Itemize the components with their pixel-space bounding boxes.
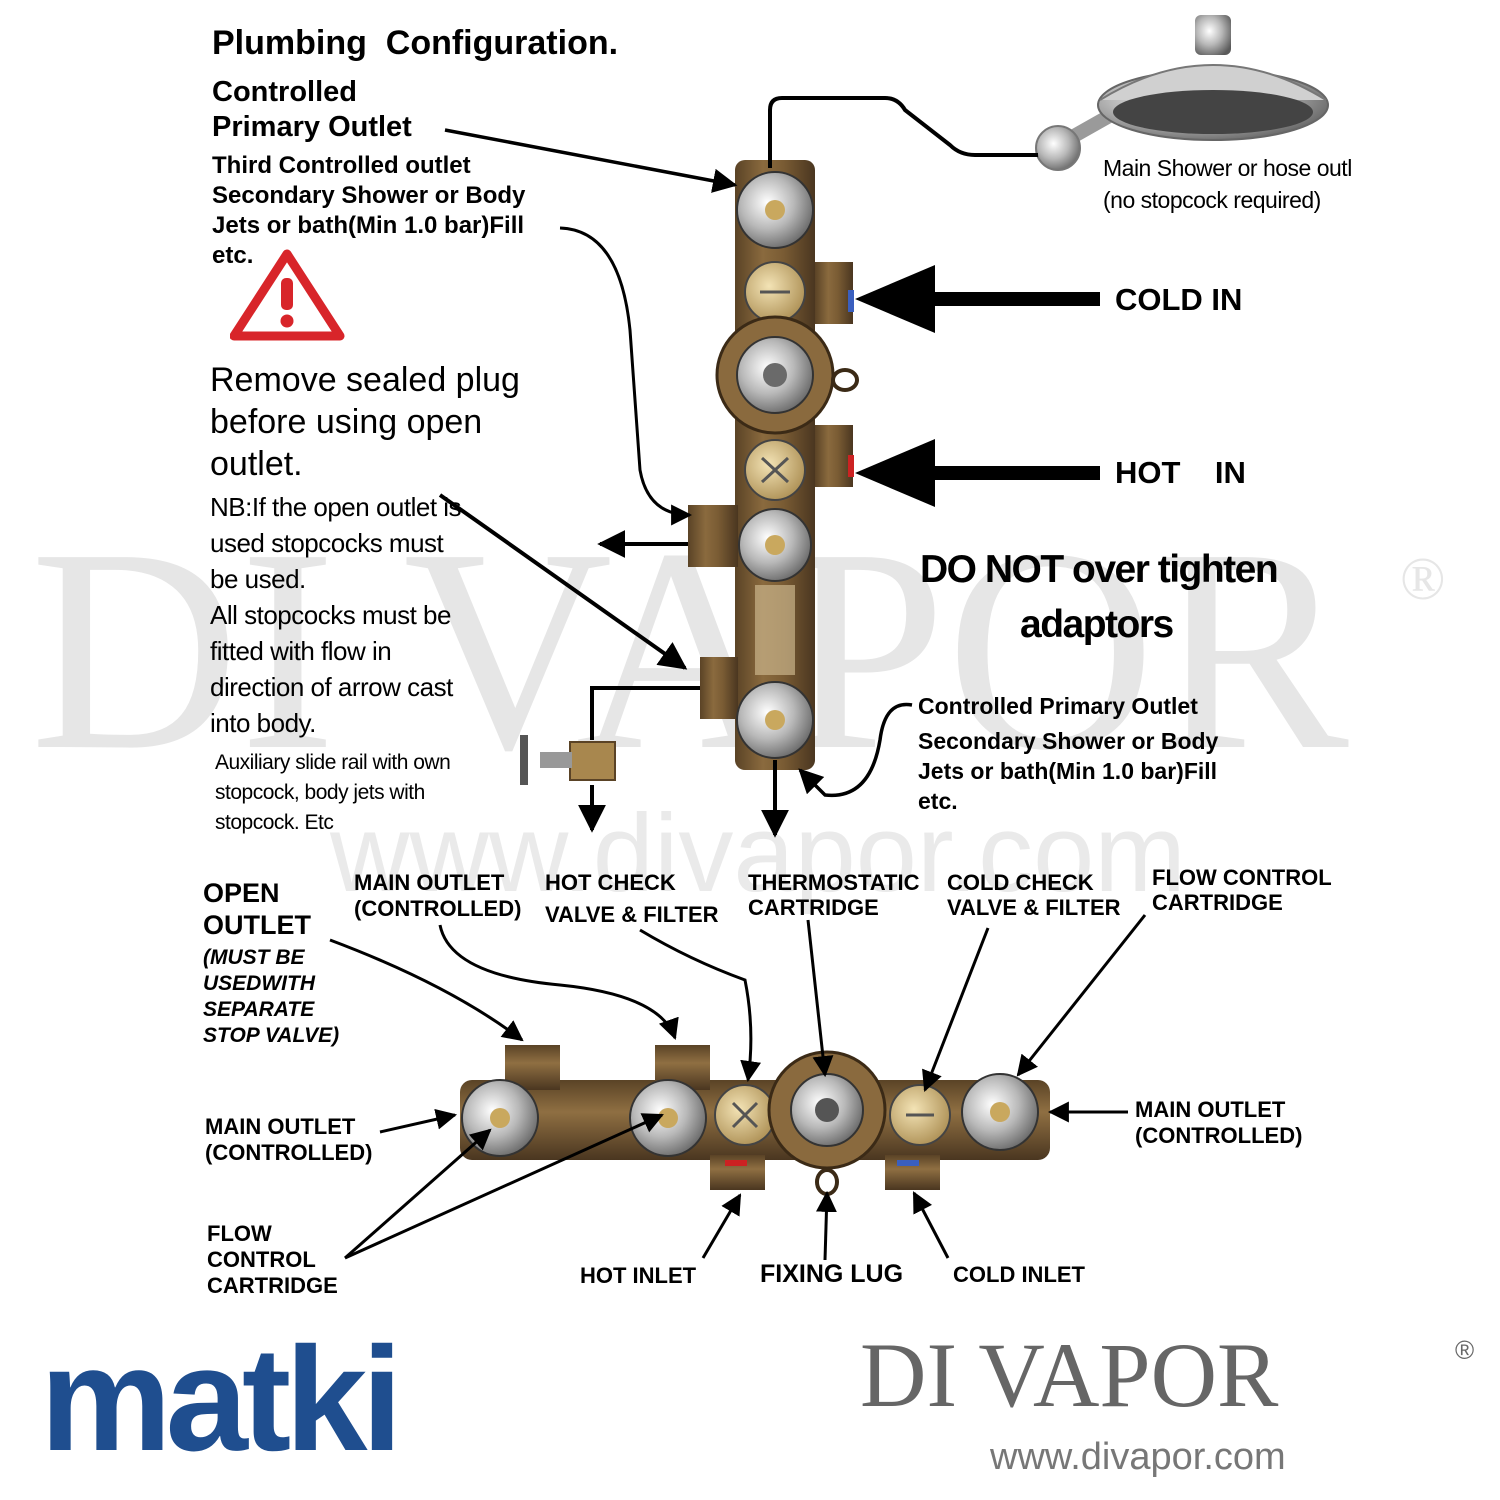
hot-check-label-2: VALVE & FILTER bbox=[545, 902, 719, 927]
controlled-label: Controlled bbox=[212, 76, 357, 108]
aux-line2: stopcock, body jets with bbox=[215, 781, 425, 804]
nb-line4: All stopcocks must be bbox=[210, 600, 451, 630]
nb-line3: be used. bbox=[210, 564, 306, 594]
aux-line3: stopcock. Etc bbox=[215, 811, 334, 834]
open-outlet-note-4: STOP VALVE) bbox=[203, 1024, 340, 1047]
watermark-url: www.divapor.com bbox=[330, 792, 1186, 915]
aux-line1: Auxiliary slide rail with own bbox=[215, 751, 451, 774]
flow-control-left-label-1: FLOW bbox=[207, 1221, 272, 1246]
hot-in-label: HOT IN bbox=[1115, 455, 1246, 490]
cpo-line1: Controlled Primary Outlet bbox=[918, 693, 1198, 719]
main-shower-line1: Main Shower or hose outl bbox=[1103, 155, 1352, 181]
nb-line2: used stopcocks must bbox=[210, 528, 444, 558]
hot-check-label-1: HOT CHECK bbox=[545, 870, 676, 895]
cold-check-label-2: VALVE & FILTER bbox=[947, 895, 1121, 920]
open-outlet-label-1: OPEN bbox=[203, 878, 280, 908]
open-outlet-label-2: OUTLET bbox=[203, 910, 311, 940]
third-outlet-line2: Secondary Shower or Body bbox=[212, 182, 526, 209]
shower-head-image bbox=[1035, 15, 1329, 171]
flow-control-right-label-1: FLOW CONTROL bbox=[1152, 865, 1332, 890]
do-not-overtighten-line2: adaptors bbox=[1020, 603, 1174, 646]
nb-line6: direction of arrow cast bbox=[210, 672, 453, 702]
main-outlet-left-label-1: MAIN OUTLET bbox=[205, 1114, 356, 1139]
horizontal-valve-body bbox=[460, 1045, 1050, 1196]
cold-in-arrow bbox=[855, 265, 1100, 333]
open-outlet-note-1: (MUST BE bbox=[203, 946, 305, 969]
main-outlet-right-label-2: (CONTROLLED) bbox=[1135, 1123, 1303, 1148]
divapor-url: www.divapor.com bbox=[990, 1436, 1286, 1478]
hot-inlet-label: HOT INLET bbox=[580, 1263, 697, 1288]
nb-line5: fitted with flow in bbox=[210, 636, 392, 666]
open-outlet-note-2: USEDWITH bbox=[203, 972, 315, 995]
main-outlet-top-label-1: MAIN OUTLET bbox=[354, 870, 505, 895]
open-outlet-note-3: SEPARATE bbox=[203, 998, 315, 1021]
nb-line7: into body. bbox=[210, 708, 316, 738]
main-outlet-right-label-1: MAIN OUTLET bbox=[1135, 1097, 1286, 1122]
remove-plug-line2: before using open bbox=[210, 403, 483, 441]
cpo-line4: etc. bbox=[918, 788, 958, 814]
flow-control-left-label-2: CONTROL bbox=[207, 1247, 316, 1272]
page-title: Plumbing Configuration. bbox=[212, 24, 619, 62]
divapor-registered: ® bbox=[1455, 1335, 1475, 1365]
cold-check-label-1: COLD CHECK bbox=[947, 870, 1094, 895]
cpo-line2: Secondary Shower or Body bbox=[918, 728, 1219, 754]
fixing-lug-label: FIXING LUG bbox=[760, 1260, 904, 1288]
flow-control-right-label-2: CARTRIDGE bbox=[1152, 890, 1283, 915]
flow-control-left-label-3: CARTRIDGE bbox=[207, 1273, 338, 1298]
thermostatic-label-2: CARTRIDGE bbox=[748, 895, 879, 920]
hot-in-arrow bbox=[855, 439, 1100, 507]
stopcock-image bbox=[520, 686, 700, 785]
primary-outlet-label: Primary Outlet bbox=[212, 111, 412, 143]
thermostatic-label-1: THERMOSTATIC bbox=[748, 870, 920, 895]
cold-in-label: COLD IN bbox=[1115, 282, 1243, 317]
do-not-overtighten-line1: DO NOT over tighten bbox=[920, 548, 1279, 591]
main-outlet-left-label-2: (CONTROLLED) bbox=[205, 1140, 373, 1165]
warning-triangle-icon bbox=[229, 248, 345, 343]
remove-plug-line1: Remove sealed plug bbox=[210, 361, 520, 399]
nb-line1: NB:If the open outlet is bbox=[210, 492, 462, 522]
vertical-valve-body bbox=[688, 160, 859, 770]
watermark-registered: ® bbox=[1400, 546, 1446, 612]
main-outlet-top-label-2: (CONTROLLED) bbox=[354, 896, 522, 921]
matki-logo: matki bbox=[40, 1317, 403, 1482]
remove-plug-line3: outlet. bbox=[210, 445, 303, 483]
third-outlet-line4: etc. bbox=[212, 242, 254, 269]
third-outlet-line3: Jets or bath(Min 1.0 bar)Fill bbox=[212, 212, 525, 239]
third-outlet-line1: Third Controlled outlet bbox=[212, 152, 471, 179]
cpo-line3: Jets or bath(Min 1.0 bar)Fill bbox=[918, 758, 1218, 784]
divapor-logo: DI VAPOR bbox=[860, 1324, 1279, 1426]
cold-inlet-label: COLD INLET bbox=[953, 1262, 1085, 1287]
main-shower-line2: (no stopcock required) bbox=[1103, 187, 1321, 213]
